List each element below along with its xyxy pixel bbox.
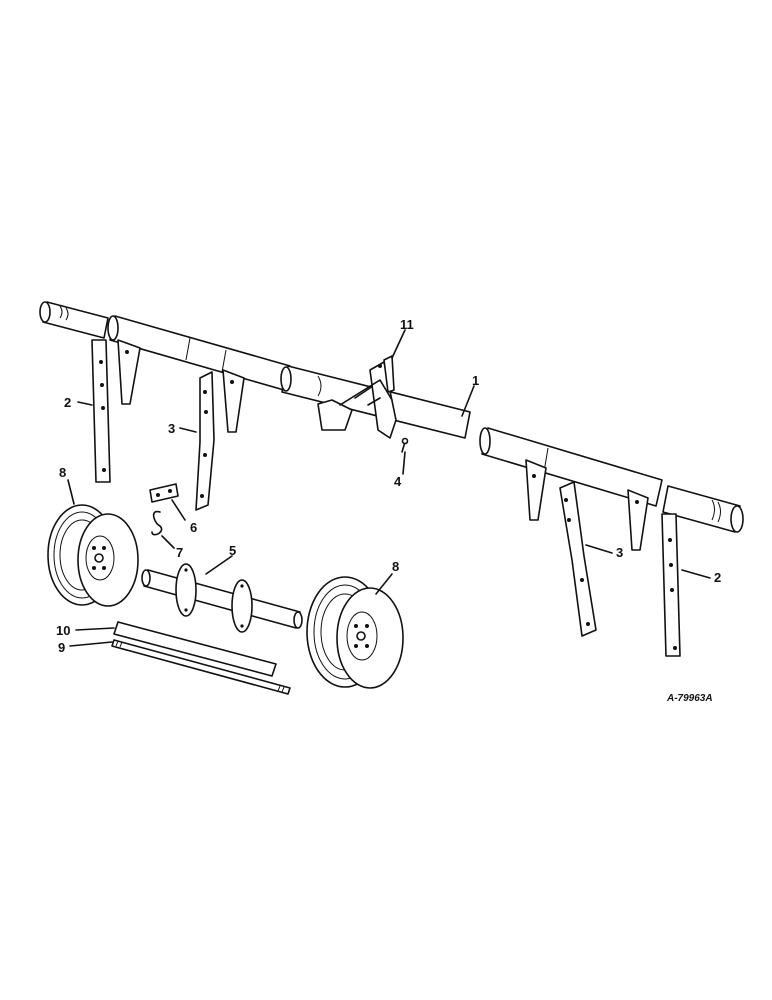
rod-lower <box>111 639 291 695</box>
callout-8-left: 8 <box>59 465 67 480</box>
offset-bracket-left <box>195 371 215 511</box>
callout-1: 1 <box>472 373 480 388</box>
wheel-left <box>47 504 139 607</box>
wheel-right <box>306 576 404 689</box>
offset-bracket-right <box>559 481 597 637</box>
tube-axle <box>39 301 744 533</box>
strap-right <box>661 513 681 657</box>
callout-8-right: 8 <box>392 559 400 574</box>
rod-upper <box>113 621 277 677</box>
clip <box>149 483 179 503</box>
callout-3-left: 3 <box>168 421 176 436</box>
callout-11: 11 <box>400 317 414 332</box>
callout-6: 6 <box>190 520 198 535</box>
callout-2-right: 2 <box>714 570 722 585</box>
drawing-code: A-79963A <box>667 693 713 704</box>
callout-5: 5 <box>229 543 237 558</box>
bolt <box>401 437 409 453</box>
leader-lines <box>67 329 711 647</box>
s-hook <box>151 510 163 536</box>
callout-10: 10 <box>56 623 71 638</box>
spindle-hub <box>141 563 303 633</box>
tube-clamps <box>117 339 649 551</box>
callout-9: 9 <box>58 640 66 655</box>
center-bracket <box>317 355 397 439</box>
strap-left <box>91 339 111 483</box>
callout-4: 4 <box>394 474 402 489</box>
callout-7: 7 <box>176 545 184 560</box>
callout-2-left: 2 <box>64 395 72 410</box>
callout-3-right: 3 <box>616 545 624 560</box>
